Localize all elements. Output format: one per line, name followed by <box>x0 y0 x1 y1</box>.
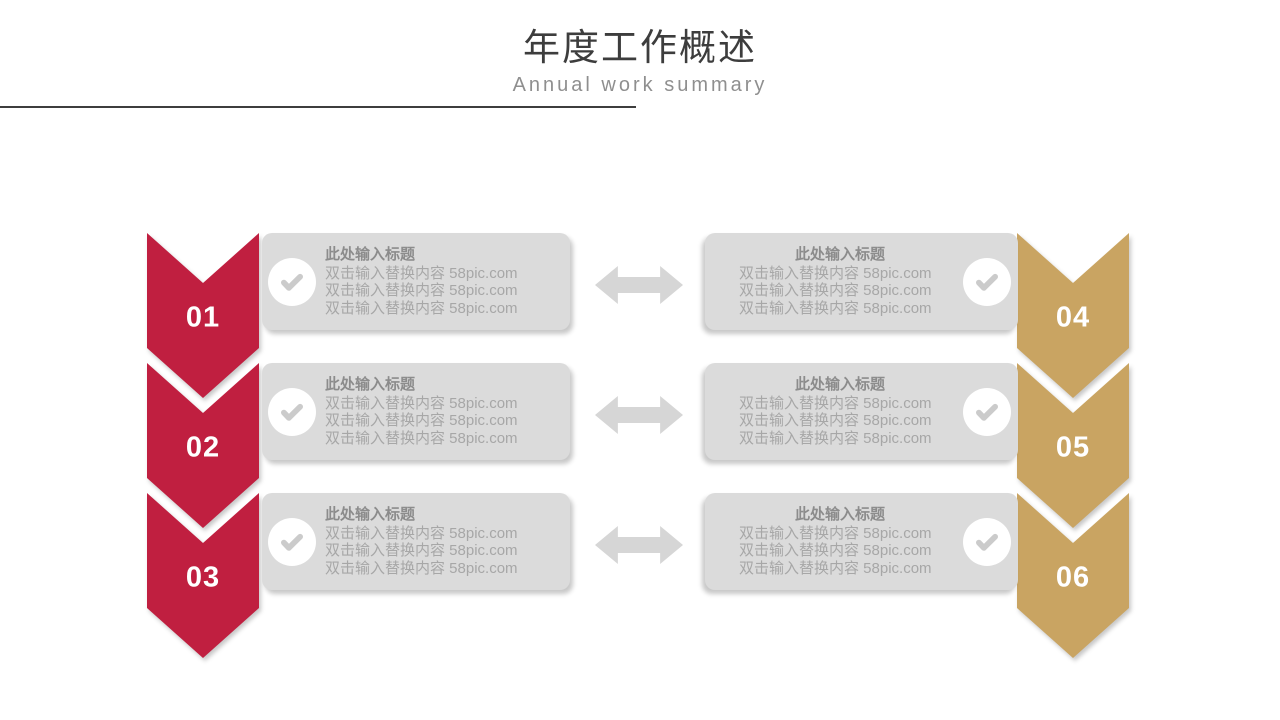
check-icon <box>963 517 1011 566</box>
chevron-step-03: 03 <box>147 493 259 658</box>
content-card-04[interactable]: 此处输入标题 双击输入替换内容 58pic.com 双击输入替换内容 58pic… <box>705 233 1018 330</box>
card-title[interactable]: 此处输入标题 <box>794 245 885 263</box>
step-number: 01 <box>185 301 221 334</box>
card-line[interactable]: 双击输入替换内容 58pic.com <box>739 264 932 282</box>
chevron-step-01: 01 <box>147 233 259 398</box>
chevron-step-05: 05 <box>1017 363 1129 528</box>
card-text-block[interactable]: 此处输入标题 双击输入替换内容 58pic.com 双击输入替换内容 58pic… <box>325 246 526 318</box>
header-divider-line <box>0 106 636 108</box>
double-headed-arrow-icon <box>595 396 683 434</box>
check-icon <box>268 517 316 566</box>
check-icon <box>268 387 316 436</box>
card-line[interactable]: 双击输入替换内容 58pic.com <box>325 412 518 430</box>
step-number: 04 <box>1055 301 1091 334</box>
card-line[interactable]: 双击输入替换内容 58pic.com <box>739 394 932 412</box>
page-title: 年度工作概述 <box>523 27 757 68</box>
card-line[interactable]: 双击输入替换内容 58pic.com <box>325 542 518 560</box>
chevron-step-04: 04 <box>1017 233 1129 398</box>
card-line[interactable]: 双击输入替换内容 58pic.com <box>325 559 518 577</box>
card-line[interactable]: 双击输入替换内容 58pic.com <box>739 282 932 300</box>
card-text-block[interactable]: 此处输入标题 双击输入替换内容 58pic.com 双击输入替换内容 58pic… <box>325 376 526 448</box>
page-subtitle: Annual work summary <box>512 74 768 96</box>
content-card-06[interactable]: 此处输入标题 双击输入替换内容 58pic.com 双击输入替换内容 58pic… <box>705 493 1018 590</box>
card-line[interactable]: 双击输入替换内容 58pic.com <box>739 559 932 577</box>
step-number: 06 <box>1055 561 1091 594</box>
step-number: 03 <box>185 561 221 594</box>
check-icon <box>963 387 1011 436</box>
card-line[interactable]: 双击输入替换内容 58pic.com <box>325 524 518 542</box>
check-icon <box>268 257 316 306</box>
double-headed-arrow-icon <box>595 266 683 304</box>
card-title[interactable]: 此处输入标题 <box>794 375 885 393</box>
card-line[interactable]: 双击输入替换内容 58pic.com <box>739 429 932 447</box>
card-text-block[interactable]: 此处输入标题 双击输入替换内容 58pic.com 双击输入替换内容 58pic… <box>325 506 526 578</box>
check-icon <box>963 257 1011 306</box>
card-title[interactable]: 此处输入标题 <box>325 375 416 393</box>
content-card-02[interactable]: 此处输入标题 双击输入替换内容 58pic.com 双击输入替换内容 58pic… <box>262 363 570 460</box>
step-number: 02 <box>185 431 221 464</box>
card-line[interactable]: 双击输入替换内容 58pic.com <box>325 394 518 412</box>
card-line[interactable]: 双击输入替换内容 58pic.com <box>739 299 932 317</box>
chevron-step-06: 06 <box>1017 493 1129 658</box>
card-text-block[interactable]: 此处输入标题 双击输入替换内容 58pic.com 双击输入替换内容 58pic… <box>739 506 941 578</box>
card-line[interactable]: 双击输入替换内容 58pic.com <box>325 299 518 317</box>
double-headed-arrow-icon <box>595 526 683 564</box>
card-line[interactable]: 双击输入替换内容 58pic.com <box>739 412 932 430</box>
card-title[interactable]: 此处输入标题 <box>325 505 416 523</box>
card-text-block[interactable]: 此处输入标题 双击输入替换内容 58pic.com 双击输入替换内容 58pic… <box>739 376 941 448</box>
step-number: 05 <box>1055 431 1091 464</box>
content-card-01[interactable]: 此处输入标题 双击输入替换内容 58pic.com 双击输入替换内容 58pic… <box>262 233 570 330</box>
card-line[interactable]: 双击输入替换内容 58pic.com <box>325 264 518 282</box>
card-line[interactable]: 双击输入替换内容 58pic.com <box>325 282 518 300</box>
card-title[interactable]: 此处输入标题 <box>325 245 416 263</box>
card-line[interactable]: 双击输入替换内容 58pic.com <box>739 542 932 560</box>
card-line[interactable]: 双击输入替换内容 58pic.com <box>325 429 518 447</box>
card-title[interactable]: 此处输入标题 <box>794 505 885 523</box>
content-card-05[interactable]: 此处输入标题 双击输入替换内容 58pic.com 双击输入替换内容 58pic… <box>705 363 1018 460</box>
chevron-step-02: 02 <box>147 363 259 528</box>
card-text-block[interactable]: 此处输入标题 双击输入替换内容 58pic.com 双击输入替换内容 58pic… <box>739 246 941 318</box>
slide-header: 年度工作概述 Annual work summary <box>0 26 1280 97</box>
content-card-03[interactable]: 此处输入标题 双击输入替换内容 58pic.com 双击输入替换内容 58pic… <box>262 493 570 590</box>
card-line[interactable]: 双击输入替换内容 58pic.com <box>739 524 932 542</box>
